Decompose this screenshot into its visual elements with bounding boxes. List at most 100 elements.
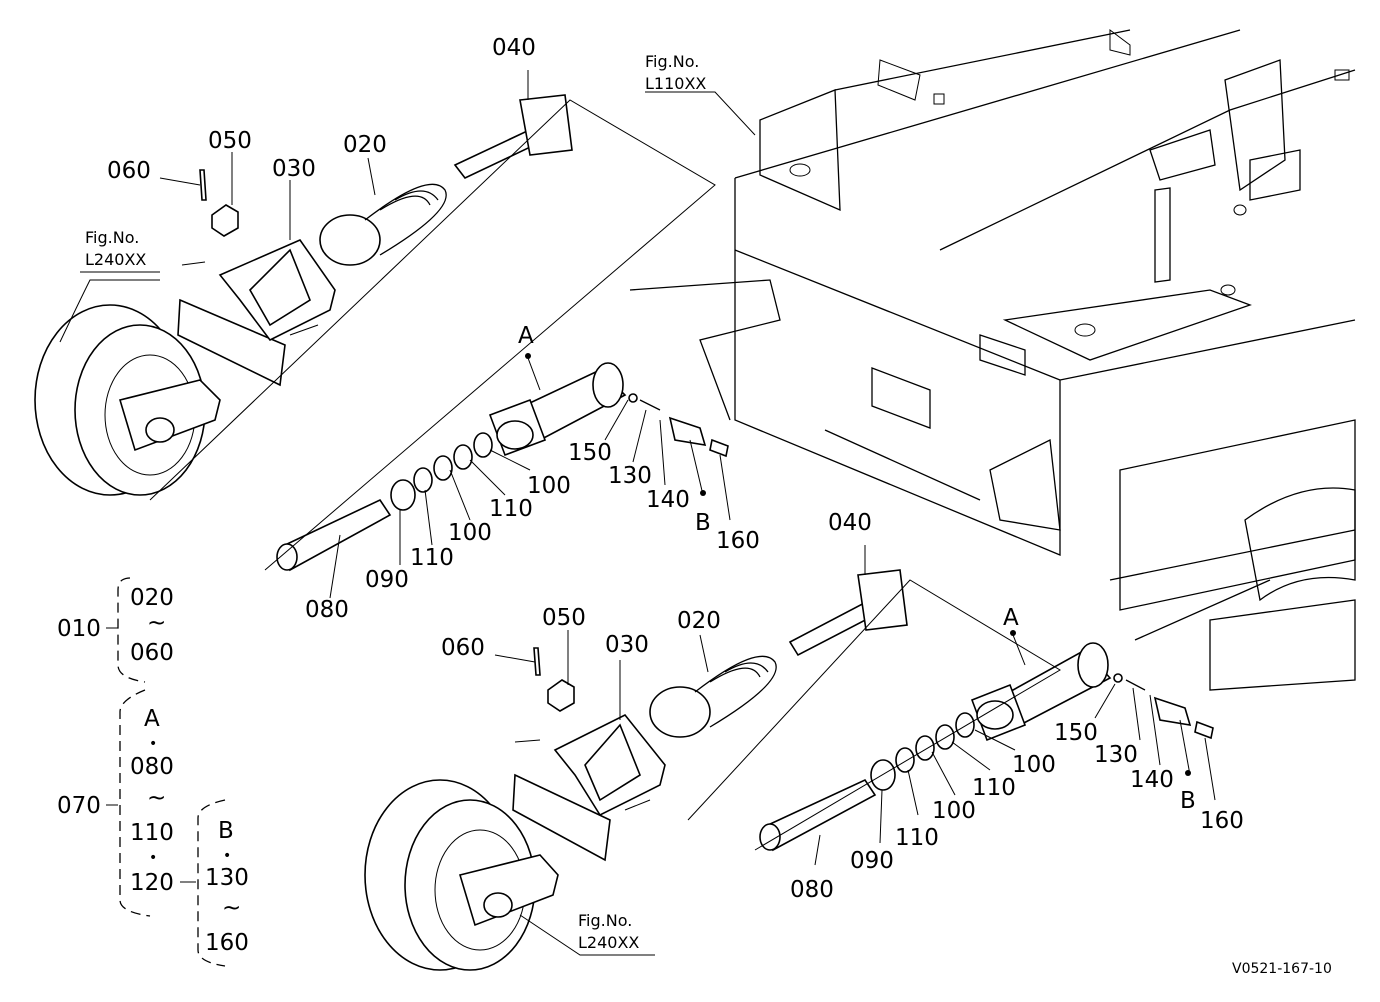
labels-upper: 040 050 060 030 020 A 150 130 140 B 160 … bbox=[107, 35, 760, 623]
grease-nipple-upper bbox=[709, 438, 729, 458]
label-080-upper: 080 bbox=[305, 597, 349, 623]
valve-lower bbox=[1153, 696, 1192, 726]
label-060-upper: 060 bbox=[107, 158, 151, 184]
label-100a-upper: 100 bbox=[527, 473, 571, 499]
label-160-lower: 160 bbox=[1200, 808, 1244, 834]
oring-110a-upper bbox=[413, 467, 433, 493]
fig-ref-idler-upper-label: Fig.No. bbox=[85, 228, 139, 247]
label-150-lower: 150 bbox=[1054, 720, 1098, 746]
fig-ref-frame: Fig.No. L110XX bbox=[645, 52, 706, 93]
label-110b-lower: 110 bbox=[895, 825, 939, 851]
oring-110b-upper bbox=[453, 444, 473, 470]
piston-upper bbox=[276, 498, 392, 572]
cylinder-upper bbox=[488, 362, 627, 457]
fig-ref-idler-lower-code: L240XX bbox=[578, 933, 639, 952]
key-010-num: 010 bbox=[57, 616, 101, 642]
key-070-a: A bbox=[144, 706, 160, 732]
oring-100a-lower bbox=[915, 735, 935, 761]
label-160-upper: 160 bbox=[716, 528, 760, 554]
grease-nipple-lower bbox=[1194, 720, 1214, 740]
fig-ref-idler-upper: Fig.No. L240XX bbox=[80, 228, 160, 273]
idler-wheel-upper bbox=[34, 304, 221, 496]
key-010-sep: ~ bbox=[147, 610, 166, 636]
spring-small-lower bbox=[1125, 679, 1146, 691]
oring-100a-upper bbox=[433, 455, 453, 481]
ball-lower bbox=[1113, 673, 1123, 683]
explode-frame-lower bbox=[687, 579, 1061, 851]
cotter-pin-lower bbox=[533, 647, 541, 676]
label-A-upper: A bbox=[518, 323, 534, 349]
key-120-sep: ~ bbox=[222, 895, 241, 921]
label-150-upper: 150 bbox=[568, 440, 612, 466]
label-050-upper: 050 bbox=[208, 128, 252, 154]
label-A-lower: A bbox=[1003, 605, 1019, 631]
fig-ref-idler-lower-label: Fig.No. bbox=[578, 911, 632, 930]
oring-100b-lower bbox=[955, 712, 975, 738]
assembly-key: 010 020 ~ 060 070 A • 080 ~ 110 • 120 B … bbox=[57, 577, 249, 967]
track-frame bbox=[629, 29, 1356, 691]
label-080-lower: 080 bbox=[790, 877, 834, 903]
upper-idler-assembly bbox=[34, 94, 729, 572]
label-050-lower: 050 bbox=[542, 605, 586, 631]
label-030-upper: 030 bbox=[272, 156, 316, 182]
key-070-num: 070 bbox=[57, 793, 101, 819]
oring-110b-lower bbox=[935, 724, 955, 750]
recoil-spring-upper bbox=[319, 183, 447, 266]
label-030-lower: 030 bbox=[605, 632, 649, 658]
explode-frame-upper bbox=[149, 99, 716, 571]
key-070-to: 110 bbox=[130, 820, 174, 846]
label-130-lower: 130 bbox=[1094, 742, 1138, 768]
idler-wheel-lower bbox=[364, 779, 559, 971]
key-070-dot2: • bbox=[149, 850, 157, 866]
label-140-upper: 140 bbox=[646, 487, 690, 513]
yoke-bracket-upper bbox=[177, 239, 336, 387]
yoke-bracket-lower bbox=[512, 713, 666, 862]
key-120-b: B bbox=[218, 818, 234, 844]
label-B-upper: B bbox=[695, 510, 711, 536]
castle-nut-lower bbox=[547, 679, 575, 712]
fig-ref-idler-upper-code: L240XX bbox=[85, 250, 146, 269]
label-090-upper: 090 bbox=[365, 567, 409, 593]
label-110b-upper: 110 bbox=[410, 545, 454, 571]
leader-lines bbox=[59, 70, 1216, 956]
key-120-dot: • bbox=[223, 848, 231, 864]
drawing-id: V0521-167-10 bbox=[1232, 961, 1332, 977]
label-100b-upper: 100 bbox=[448, 520, 492, 546]
label-110a-lower: 110 bbox=[972, 775, 1016, 801]
key-010-to: 060 bbox=[130, 640, 174, 666]
oring-100b-upper bbox=[473, 432, 493, 458]
label-020-upper: 020 bbox=[343, 132, 387, 158]
key-070-last: 120 bbox=[130, 870, 174, 896]
spring-rod-lower bbox=[788, 569, 908, 657]
label-B-lower: B bbox=[1180, 788, 1196, 814]
fig-ref-frame-label: Fig.No. bbox=[645, 52, 699, 71]
key-120-from: 130 bbox=[205, 865, 249, 891]
ball-upper bbox=[628, 393, 638, 403]
seal-090-upper bbox=[390, 479, 416, 511]
spring-rod-upper bbox=[453, 94, 573, 179]
label-110a-upper: 110 bbox=[489, 496, 533, 522]
castle-nut-upper bbox=[211, 204, 239, 237]
label-060-lower: 060 bbox=[441, 635, 485, 661]
lower-idler-assembly bbox=[364, 569, 1214, 971]
piston-lower bbox=[759, 778, 877, 852]
label-090-lower: 090 bbox=[850, 848, 894, 874]
fig-ref-frame-code: L110XX bbox=[645, 74, 706, 93]
label-100a-lower: 100 bbox=[1012, 752, 1056, 778]
cotter-pin-upper bbox=[199, 169, 207, 201]
fig-ref-idler-lower: Fig.No. L240XX bbox=[578, 911, 639, 952]
label-020-lower: 020 bbox=[677, 608, 721, 634]
oring-110a-lower bbox=[895, 747, 915, 773]
spring-small-upper bbox=[639, 399, 661, 411]
label-140-lower: 140 bbox=[1130, 767, 1174, 793]
key-120-to: 160 bbox=[205, 930, 249, 956]
label-130-upper: 130 bbox=[608, 463, 652, 489]
label-040-upper: 040 bbox=[492, 35, 536, 61]
key-070-from: 080 bbox=[130, 754, 174, 780]
key-070-dot1: • bbox=[149, 736, 157, 752]
key-010-from: 020 bbox=[130, 585, 174, 611]
label-040-lower: 040 bbox=[828, 510, 872, 536]
label-100b-lower: 100 bbox=[932, 798, 976, 824]
labels-lower: 040 050 060 030 020 A 150 130 140 B 160 … bbox=[441, 510, 1244, 903]
